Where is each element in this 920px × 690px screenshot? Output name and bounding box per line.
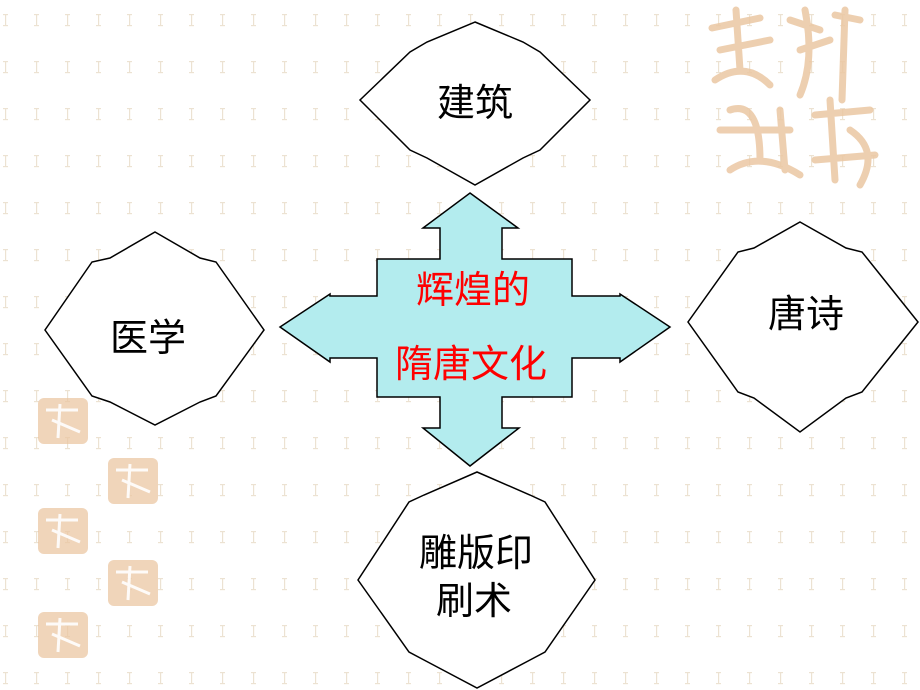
right-star-shape <box>687 221 919 433</box>
bottom-star-shape <box>357 471 596 689</box>
center-title-line2: 隋唐文化 <box>395 342 547 386</box>
left-star-shape <box>44 231 265 426</box>
right-label: 唐诗 <box>768 292 844 336</box>
top-label: 建筑 <box>437 81 513 125</box>
center-cross-arrow <box>278 192 672 467</box>
bottom-label-line1: 雕版印 <box>419 531 533 575</box>
bottom-label-line2: 刷术 <box>436 579 512 623</box>
calligraphy-seal-decoration <box>708 6 879 189</box>
left-label: 医学 <box>110 316 186 360</box>
center-title-line1: 辉煌的 <box>416 268 530 312</box>
top-star-shape <box>358 21 592 186</box>
